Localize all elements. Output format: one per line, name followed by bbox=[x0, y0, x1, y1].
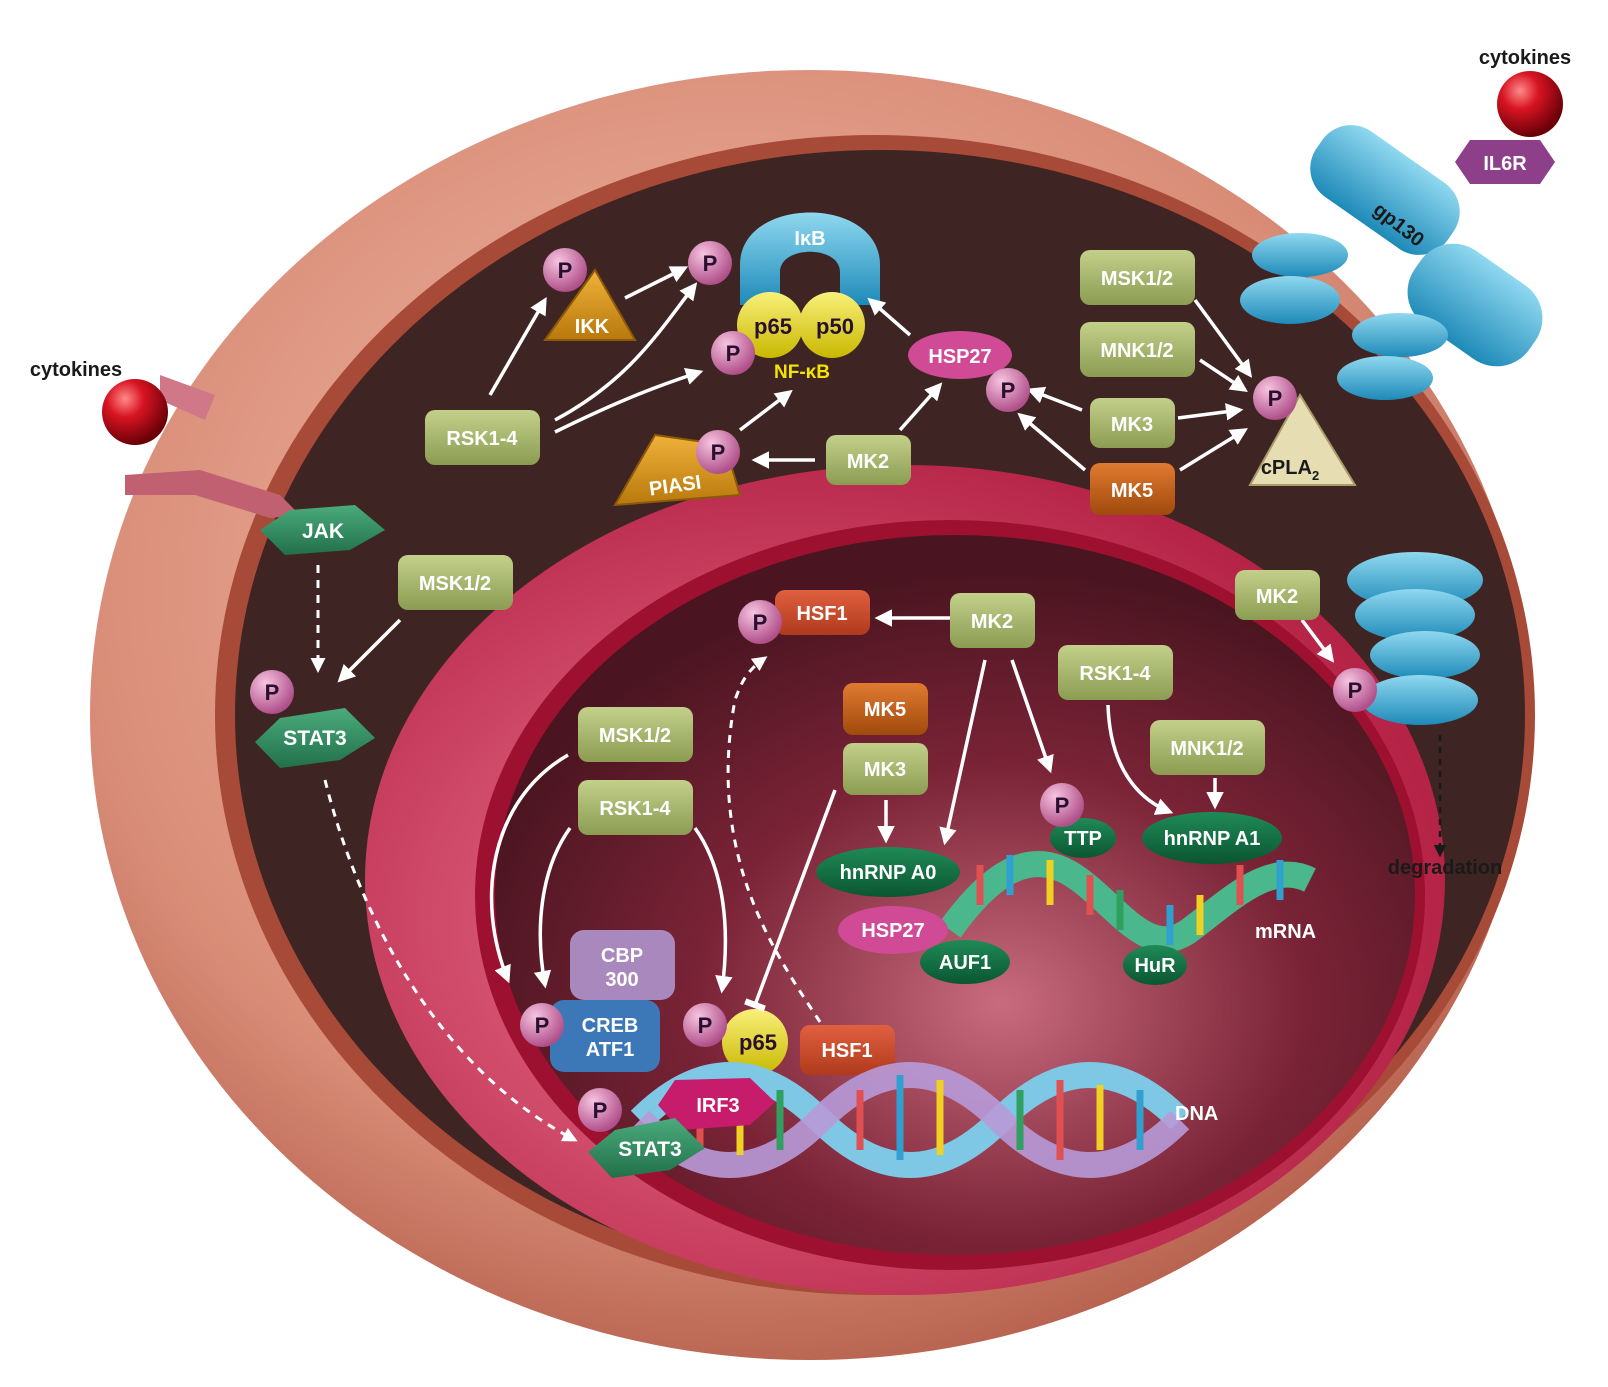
auf1-label: AUF1 bbox=[939, 952, 991, 974]
hsp27-cyto bbox=[908, 331, 1012, 379]
hur-shape bbox=[1123, 945, 1187, 985]
kinase-boxes bbox=[398, 250, 1320, 835]
p65-label: p65 bbox=[754, 314, 792, 339]
irf3-label: IRF3 bbox=[696, 1095, 739, 1117]
creb-line2: ATF1 bbox=[586, 1039, 635, 1061]
cytokines-label-top: cytokines bbox=[1479, 47, 1571, 69]
ttp-shape bbox=[1050, 818, 1116, 858]
mrna-label: mRNA bbox=[1255, 921, 1316, 943]
svg-text:P: P bbox=[1055, 793, 1070, 818]
kinase-rsk-cyto: RSK1-4 bbox=[446, 428, 518, 450]
mrna-strand bbox=[939, 851, 1316, 953]
kinase-mnk-nuc: MNK1/2 bbox=[1170, 738, 1243, 760]
hnrnp-a1-shape bbox=[1142, 812, 1282, 864]
cpla2-shape bbox=[1248, 393, 1357, 486]
svg-text:P: P bbox=[558, 258, 573, 283]
hsf1-top-label: HSF1 bbox=[796, 603, 847, 625]
phosphate-markers bbox=[250, 241, 1377, 1132]
irf3-shape bbox=[658, 1078, 775, 1130]
internalized-gp130 bbox=[1347, 552, 1483, 725]
hsf1-top-shape bbox=[775, 590, 870, 635]
auf1-shape bbox=[920, 940, 1010, 984]
hsp27-nuc-label: HSP27 bbox=[861, 920, 924, 942]
hnrnp-a0-label: hnRNP A0 bbox=[840, 862, 937, 884]
p65-nuc-label: p65 bbox=[739, 1030, 777, 1055]
svg-text:P: P bbox=[1348, 678, 1363, 703]
cytokine-receptor-left bbox=[125, 470, 300, 518]
cbp300-shape bbox=[570, 930, 675, 1000]
kinase-mk2-cyto: MK2 bbox=[847, 451, 889, 473]
creb-line1: CREB bbox=[582, 1015, 639, 1037]
nfkb-label: NF-κB bbox=[774, 362, 830, 383]
ikappab-label: IκB bbox=[794, 228, 825, 250]
kinase-mk2-right: MK2 bbox=[1256, 586, 1298, 608]
cytokines-label-left: cytokines bbox=[30, 359, 122, 381]
kinase-mk3-nuc: MK3 bbox=[864, 759, 906, 781]
hnrnp-a0-shape bbox=[816, 847, 960, 897]
p65-nuc bbox=[722, 1009, 788, 1075]
stat3-cyto-shape bbox=[255, 708, 375, 768]
svg-text:P: P bbox=[535, 1013, 550, 1038]
jak-shape bbox=[260, 505, 385, 555]
svg-text:P: P bbox=[265, 680, 280, 705]
svg-text:P: P bbox=[726, 341, 741, 366]
cytokine-ball-top bbox=[1497, 71, 1563, 137]
kinase-msk-cyto-left: MSK1/2 bbox=[419, 573, 491, 595]
stat3-cyto-label: STAT3 bbox=[283, 727, 346, 750]
stat3-nuc-label: STAT3 bbox=[618, 1138, 681, 1161]
hur-label: HuR bbox=[1134, 955, 1176, 977]
ikk-shape bbox=[543, 268, 637, 341]
degradation-label: degradation bbox=[1388, 857, 1502, 879]
gp130-receptor: gp130 bbox=[1240, 125, 1543, 400]
svg-text:P: P bbox=[698, 1013, 713, 1038]
phosphate-labels: P P P P P P P P P P P P P bbox=[265, 251, 1363, 1123]
kinase-rsk-nuc: RSK1-4 bbox=[599, 798, 671, 820]
ikk-label: IKK bbox=[575, 316, 610, 338]
kinase-mk5-cyto: MK5 bbox=[1111, 480, 1153, 502]
stat3-nuc-shape bbox=[588, 1118, 705, 1178]
cpla2-label: cPLA2 bbox=[1261, 457, 1319, 483]
ttp-label: TTP bbox=[1064, 828, 1102, 850]
signaling-arrows bbox=[337, 266, 1335, 1012]
p50-label: p50 bbox=[816, 314, 854, 339]
kinase-msk-nuc: MSK1/2 bbox=[599, 725, 671, 747]
svg-text:P: P bbox=[593, 1098, 608, 1123]
svg-text:P: P bbox=[753, 610, 768, 635]
kinase-msk-cyto-top: MSK1/2 bbox=[1101, 268, 1173, 290]
receptor-arm bbox=[160, 375, 215, 420]
p50-cyto bbox=[799, 292, 865, 358]
cytokine-ball-left bbox=[102, 379, 168, 445]
svg-text:P: P bbox=[703, 251, 718, 276]
hsf1-bottom-label: HSF1 bbox=[821, 1040, 872, 1062]
jak-label: JAK bbox=[302, 520, 344, 543]
cbp300-line2: 300 bbox=[605, 969, 638, 991]
p65-cyto bbox=[737, 292, 803, 358]
svg-text:P: P bbox=[1268, 386, 1283, 411]
kinase-rsk-nuc-right: RSK1-4 bbox=[1079, 663, 1151, 685]
dna-label: DNA bbox=[1175, 1103, 1218, 1125]
hsf1-bottom-shape bbox=[800, 1025, 895, 1075]
kinase-mk5-nuc: MK5 bbox=[864, 699, 906, 721]
svg-text:P: P bbox=[711, 440, 726, 465]
il6r-shape bbox=[1455, 140, 1555, 184]
kinase-mnk-cyto-top: MNK1/2 bbox=[1100, 340, 1173, 362]
hsp27-nuc-shape bbox=[838, 906, 948, 954]
hnrnp-a1-label: hnRNP A1 bbox=[1164, 828, 1261, 850]
svg-text:P: P bbox=[1001, 378, 1016, 403]
cpla2-subscript: 2 bbox=[1312, 468, 1319, 483]
cbp300-line1: CBP bbox=[601, 945, 643, 967]
ikappab-shape bbox=[740, 212, 880, 305]
creb-atf1-shape bbox=[550, 1000, 660, 1072]
kinase-mk3-cyto: MK3 bbox=[1111, 414, 1153, 436]
hsp27-cyto-label: HSP27 bbox=[928, 346, 991, 368]
dna-helix bbox=[630, 1062, 1190, 1178]
il6r-label: IL6R bbox=[1483, 153, 1527, 175]
dashed-arrows bbox=[310, 565, 822, 1142]
kinase-mk2-nuc: MK2 bbox=[971, 611, 1013, 633]
